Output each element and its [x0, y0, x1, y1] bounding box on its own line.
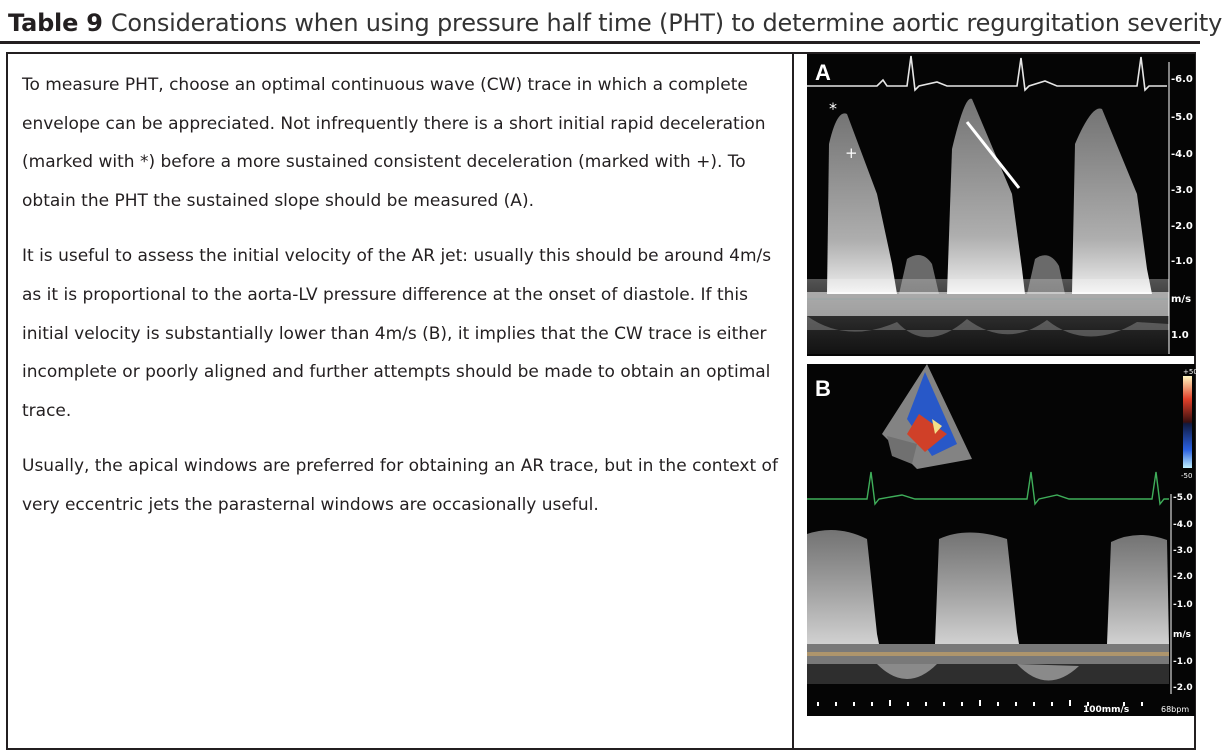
- doppler-panel-b: +50 -50 100mm/s 68bpm: [807, 364, 1198, 716]
- column-divider: [792, 54, 794, 748]
- doppler-panel-a: * + A -6.0 -5.0 -4.0 -3.0 -2.0 -1.0 m/s …: [807, 54, 1195, 356]
- scale-a-tick: 1.0: [1171, 330, 1189, 341]
- scale-b-tick: m/s: [1173, 630, 1191, 640]
- paragraph-windows: Usually, the apical windows are preferre…: [22, 456, 778, 515]
- scale-b-tick: -4.0: [1173, 520, 1193, 530]
- ecg-trace-b: [807, 471, 1169, 506]
- scale-a-tick: -2.0: [1171, 221, 1193, 232]
- table-number: Table 9: [8, 9, 103, 37]
- envelope-b-3: [1107, 534, 1169, 644]
- colour-bar-top: +50: [1183, 368, 1198, 376]
- velocity-colour-bar: [1183, 376, 1192, 468]
- text-column: To measure PHT, choose an optimal contin…: [22, 66, 782, 542]
- scale-b-tick: -2.0: [1173, 572, 1193, 582]
- scale-a-tick: m/s: [1171, 294, 1191, 305]
- scale-a-tick: -6.0: [1171, 74, 1193, 85]
- table-frame: To measure PHT, choose an optimal contin…: [6, 52, 1198, 750]
- panel-b-label: B: [815, 376, 831, 401]
- scale-b-tick: -3.0: [1173, 546, 1193, 556]
- doppler-image-b: +50 -50 100mm/s 68bpm: [807, 364, 1198, 716]
- envelope-a-3: [1072, 108, 1152, 294]
- colour-doppler-sector: [882, 364, 972, 469]
- doppler-image-a: * + A -6.0 -5.0 -4.0 -3.0 -2.0 -1.0 m/s …: [807, 54, 1195, 356]
- paragraph-pht: To measure PHT, choose an optimal contin…: [22, 75, 766, 211]
- plus-marker: +: [845, 144, 858, 162]
- scale-b-tick: -5.0: [1173, 493, 1193, 503]
- title-rule: [0, 41, 1200, 44]
- table-caption: Considerations when using pressure half …: [110, 9, 1222, 37]
- heart-rate: 68bpm: [1161, 705, 1189, 714]
- colour-bar-bottom: -50: [1181, 472, 1192, 480]
- envelope-a-1: [827, 113, 897, 294]
- envelope-b-1: [807, 530, 879, 644]
- scale-b-tick: -2.0: [1173, 683, 1193, 693]
- scale-a: -6.0 -5.0 -4.0 -3.0 -2.0 -1.0 m/s 1.0: [1171, 74, 1193, 341]
- scale-b-tick: -1.0: [1173, 600, 1193, 610]
- envelope-a-2: [947, 98, 1025, 294]
- paragraph-initial-velocity: It is useful to assess the initial veloc…: [22, 246, 772, 421]
- scale-a-tick: -4.0: [1171, 149, 1193, 160]
- scale-b-tick: -1.0: [1173, 657, 1193, 667]
- envelope-b-2: [935, 532, 1019, 644]
- scale-a-tick: -3.0: [1171, 185, 1193, 196]
- scale-a-tick: -5.0: [1171, 112, 1193, 123]
- scale-b: -5.0 -4.0 -3.0 -2.0 -1.0 m/s -1.0 -2.0: [1173, 493, 1193, 693]
- star-marker: *: [829, 99, 837, 118]
- sweep-speed: 100mm/s: [1083, 705, 1129, 715]
- scale-a-tick: -1.0: [1171, 256, 1193, 267]
- pht-slope-line: [965, 121, 1021, 189]
- ecg-trace-a: [807, 55, 1167, 92]
- panel-a-label: A: [815, 60, 831, 85]
